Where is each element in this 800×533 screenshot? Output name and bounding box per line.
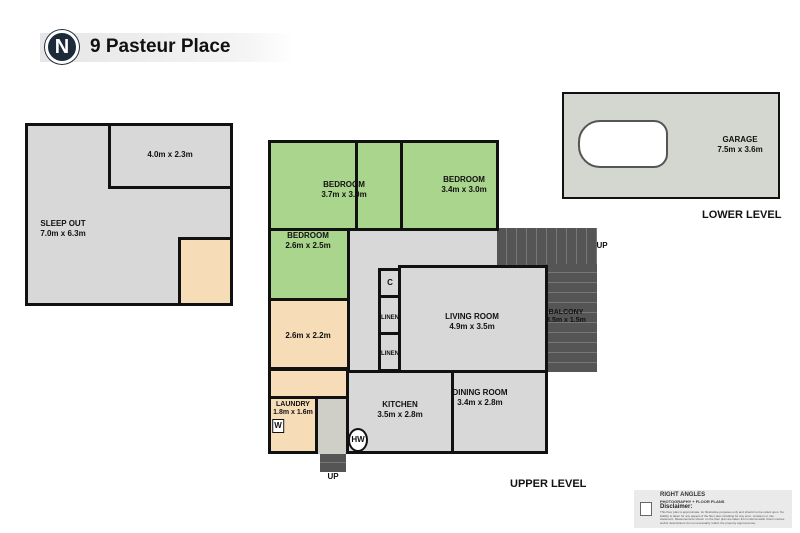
hot-water-label: HW: [351, 435, 365, 444]
linen-2-label: LINEN: [381, 351, 399, 357]
page-title: 9 Pasteur Place: [90, 36, 231, 57]
hot-water-unit: [348, 428, 368, 452]
bedroom-2: [400, 140, 499, 231]
toilet: [268, 368, 350, 399]
cupboard-label: C: [387, 278, 393, 287]
store-room: [108, 123, 233, 189]
bathroom-label: 2.6m x 2.2m: [285, 331, 331, 340]
compass-icon: N: [45, 30, 79, 64]
lower-level-label: LOWER LEVEL: [702, 209, 782, 221]
car-icon: [578, 120, 668, 168]
bedroom-1: [268, 140, 358, 231]
linen-1-label: LINEN: [381, 315, 399, 321]
company-footer: RIGHT ANGLES PHOTOGRAPHY + FLOOR PLANS D…: [634, 490, 792, 528]
store-size: 4.0m x 2.3m: [147, 150, 193, 159]
upper-level-label: UPPER LEVEL: [510, 478, 587, 490]
entry-stairs: [320, 454, 346, 472]
balcony-stairs: [545, 264, 597, 372]
linen-2: [378, 332, 401, 372]
disclaimer-label: Disclaimer:: [660, 504, 693, 510]
deck-stairs: [497, 228, 597, 266]
bedroom-3: [268, 228, 350, 301]
title-banner: [40, 33, 295, 62]
company-tagline: PHOTOGRAPHY + FLOOR PLANS: [660, 499, 725, 504]
up-label-deck: UP: [596, 241, 608, 250]
company-name: RIGHT ANGLES: [660, 492, 706, 498]
entry-landing: [318, 399, 346, 454]
disclaimer-body: This floor plan is approximate, for illu…: [660, 511, 785, 525]
washer-label: W: [272, 419, 284, 433]
camera-logo-icon: [640, 502, 652, 516]
sleep-out-bathroom: [178, 237, 233, 306]
up-label-entry: UP: [327, 472, 339, 481]
